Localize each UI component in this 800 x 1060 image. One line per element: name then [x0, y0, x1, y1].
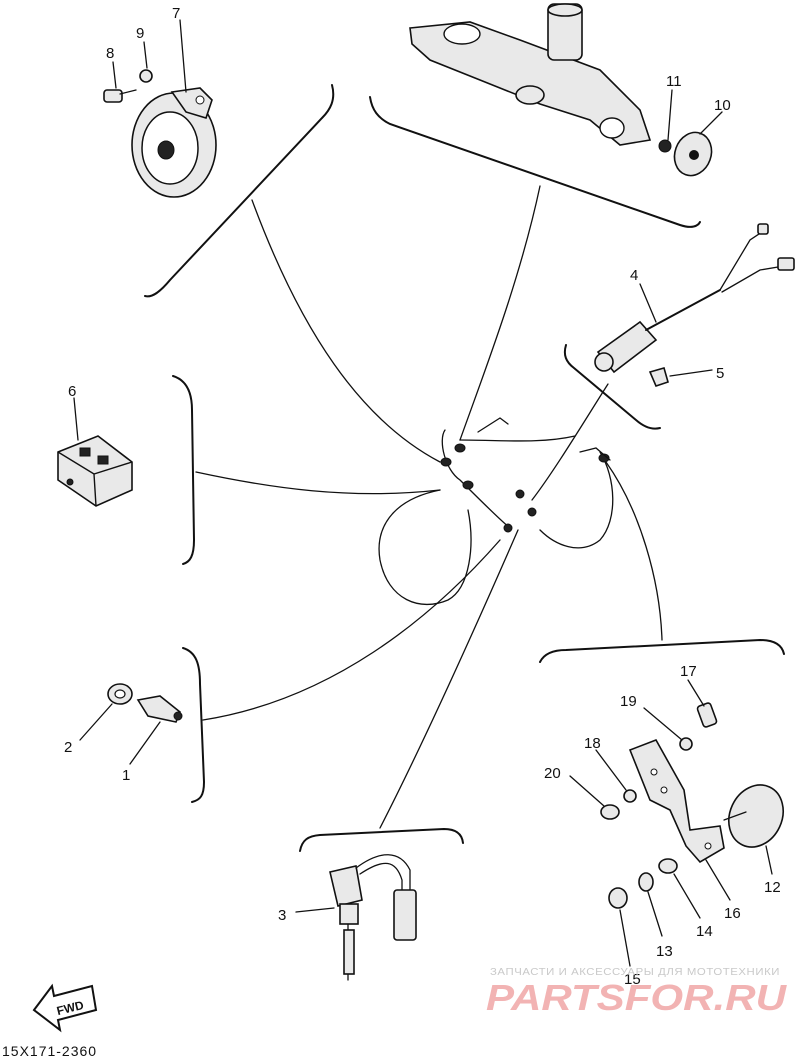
part-number-4: 4 [630, 267, 638, 284]
part-number-19: 19 [620, 693, 637, 710]
part-number-7: 7 [172, 5, 180, 22]
sensor-plug-icon [329, 854, 417, 981]
part-number-12: 12 [764, 879, 781, 896]
steering-crown-icon [409, 3, 713, 177]
part-number-17: 17 [680, 663, 697, 680]
part-number-11: 11 [666, 73, 682, 90]
part-number-2: 2 [64, 739, 72, 756]
wiring-harness [195, 185, 663, 829]
fwd-label: FWD [55, 998, 85, 1018]
number-leaders [73, 19, 773, 967]
lamp-bracket-icon [600, 702, 784, 909]
part-number-labels: 1 2 3 4 5 6 7 8 9 10 11 12 13 14 15 16 1… [64, 5, 781, 988]
part-number-9: 9 [136, 25, 144, 42]
part-number-3: 3 [278, 907, 286, 924]
bracket-lines [144, 84, 785, 852]
part-number-5: 5 [716, 365, 724, 382]
part-number-20: 20 [544, 765, 561, 782]
part-number-18: 18 [584, 735, 601, 752]
part-number-10: 10 [714, 97, 731, 114]
watermark-logo: PARTSFOR.RU [486, 977, 787, 1018]
fwd-arrow-icon: FWD [32, 983, 98, 1033]
part-number-6: 6 [68, 383, 76, 400]
neutral-switch-icon [107, 683, 183, 723]
part-number-8: 8 [106, 45, 114, 62]
horn-icon [103, 69, 217, 198]
part-number-13: 13 [656, 943, 673, 960]
drawing-code: 15X171-2360 [2, 1043, 97, 1059]
switch-assembly-icon [594, 223, 795, 387]
part-number-15: 15 [624, 971, 641, 988]
watermark-caption: ЗАПЧАСТИ И АКСЕССУАРЫ ДЛЯ МОТОТЕХНИКИ [490, 967, 780, 978]
part-number-1: 1 [122, 767, 130, 784]
part-number-16: 16 [724, 905, 741, 922]
relay-icon [57, 435, 133, 507]
part-number-14: 14 [696, 923, 713, 940]
